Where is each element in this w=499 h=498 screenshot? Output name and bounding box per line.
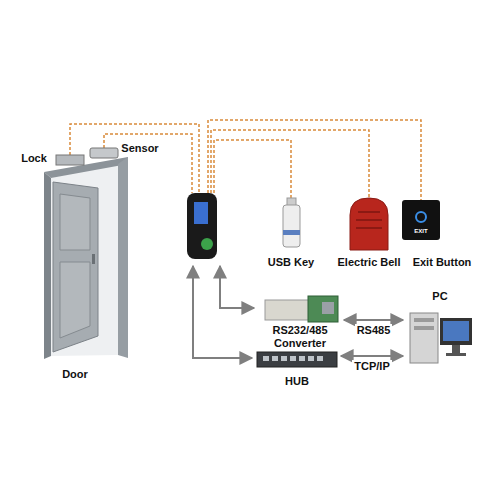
link-arrow [344,319,403,321]
bell-wire [211,130,369,198]
pc-drive [414,318,434,322]
button-label: EXIT [414,228,427,235]
device-caption: Lock [21,152,47,165]
pc-monitor [440,318,472,345]
exit-button-ring [416,212,426,222]
door-panel [60,262,90,338]
device-node: Lock [19,152,49,165]
door-handle [92,254,95,264]
bell-body [350,198,388,250]
converter-board [308,296,338,322]
hub-port [263,356,269,361]
terminal-link [220,266,254,308]
device-caption: Exit Button [413,256,472,269]
device-caption: Door [62,368,88,381]
link-arrow [341,355,403,357]
device-node: Door [60,368,90,381]
hub-body [257,352,337,367]
pc-screen [443,321,469,341]
pc-stand [446,353,466,356]
usb-wire [214,140,291,198]
device-caption: PC [432,290,447,303]
exit-wire [208,120,421,200]
usb-band [283,230,300,235]
device-node: Sensor [119,142,160,155]
protocol-label: RS485 [355,324,393,337]
terminal-link [193,266,252,358]
bell-grille [356,212,382,228]
door-frame [118,157,128,358]
usb-body [283,205,300,247]
terminal-screen [194,202,208,224]
device-node: HUB [254,350,340,388]
fingerprint-sensor [201,238,213,250]
hub-ports [263,356,323,361]
device-caption: Sensor [121,142,158,155]
door-frame [44,172,51,359]
hub-port [290,356,296,361]
device-caption: USB Key [268,256,314,269]
hub-port [272,356,278,361]
protocol-label: TCP/IP [352,360,391,373]
hub-port [317,356,323,361]
lock-symbol [56,155,84,165]
device-node: USB Key [266,256,316,269]
device-node: Electric Bell [336,256,403,269]
terminal-body [187,193,217,259]
device-caption: Electric Bell [338,256,401,269]
device-node: RS232/485 Converter [257,294,343,350]
converter-body [265,300,310,320]
device-node: PC [404,290,476,366]
sensor-symbol [90,148,118,158]
pc-drive [414,326,434,330]
door-leaf [53,182,98,352]
device-node: Exit Button [411,256,474,269]
pc-stand [452,345,460,353]
hub-port [299,356,305,361]
hub-port [308,356,314,361]
door-panel [60,194,90,250]
exit-button-body [402,200,440,240]
door-opening [51,164,118,356]
pc-tower [410,313,438,363]
converter-port [322,302,334,314]
device-caption: HUB [285,375,309,388]
device-caption: RS232/485 Converter [259,324,341,350]
hub-port [281,356,287,361]
